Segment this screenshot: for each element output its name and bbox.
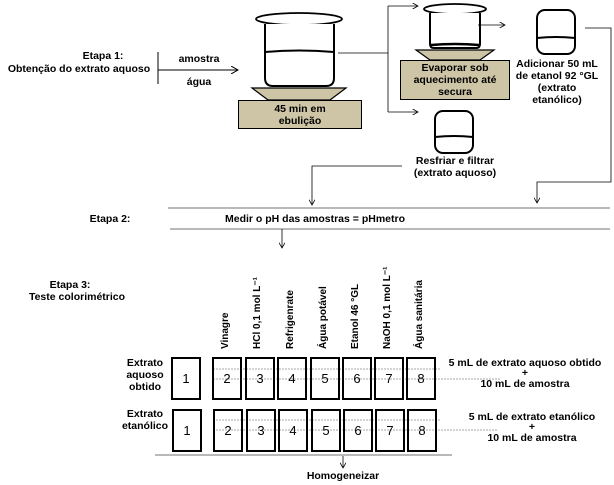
row1-note: 5 mL de extrato aquoso obtido + 10 mL de…: [440, 357, 610, 390]
etapa1-subtitle: Obtenção do extrato aquoso: [7, 63, 151, 75]
beaker-filtered-icon: [434, 110, 474, 154]
row1-tube-8: 8: [406, 357, 436, 400]
sample-label-agua-sanitaria: Água sanitária: [414, 280, 425, 349]
row2-note: 5 mL de extrato etanólico + 10 mL de amo…: [452, 411, 612, 444]
ethanol-line4: etanólico): [532, 94, 582, 106]
evaporation-plate: Evaporar sob aquecimento até secura: [400, 60, 510, 100]
row1-label-line2: aquoso: [126, 369, 164, 381]
row1-tube-6: 6: [342, 357, 372, 400]
row1-tube-7: 7: [374, 357, 404, 400]
row2-label-line2: etanólico: [121, 420, 169, 432]
row2-tube-5: 5: [311, 409, 341, 452]
row1-note-line1: 5 mL de extrato aquoso obtido: [448, 357, 602, 369]
filter-line2: (extrato aquoso): [413, 167, 497, 179]
final-step-label: Homogeneizar: [306, 470, 380, 482]
ethanol-line3: (extrato: [537, 82, 577, 94]
hotplate-top: [250, 87, 348, 101]
sample-label-refrigerante: Refrigenrate: [285, 290, 296, 349]
etapa2-description: Medir o pH das amostras = pHmetro: [224, 213, 405, 225]
row2-note-line1: 5 mL de extrato etanólico: [468, 411, 596, 423]
etapa2-title: Etapa 2:: [89, 213, 131, 225]
row2-note-plus: +: [528, 421, 536, 433]
row1-label: Extrato aquoso obtido: [115, 357, 175, 393]
row1-tube-5: 5: [310, 357, 340, 400]
input-amostra: amostra: [178, 53, 220, 65]
row2-tube-6: 6: [343, 409, 373, 452]
row2-tube-8: 8: [407, 409, 437, 452]
row1-tube-4: 4: [277, 357, 307, 400]
heating-label-line1: 45 min em: [274, 103, 326, 115]
etapa1-title: Etapa 1:: [82, 50, 124, 62]
row1-tube-1: 1: [171, 357, 201, 400]
sample-label-etanol: Etanol 46 °GL: [350, 283, 361, 349]
ethanol-line2: de etanol 92 °GL: [515, 70, 599, 82]
ethanol-line1: Adicionar 50 mL: [516, 58, 598, 70]
filter-label: Resfriar e filtrar (extrato aquoso): [408, 155, 502, 179]
sample-label-vinagre: Vinagre: [220, 312, 231, 350]
evaporate-line3: secura: [438, 86, 472, 98]
evaporate-line2: aquecimento até: [413, 74, 497, 86]
beaker-ethanol-icon: [536, 9, 576, 55]
beaker-large-icon: [255, 12, 343, 87]
input-agua: água: [186, 76, 212, 88]
row1-note-line2: 10 mL de amostra: [480, 378, 570, 390]
sample-label-hcl: HCl 0,1 mol L⁻¹: [252, 277, 263, 349]
row1-tube-3: 3: [245, 357, 275, 400]
row2-label: Extrato etanólico: [115, 408, 175, 432]
beaker-evaporation-icon: [423, 3, 487, 49]
row1-label-line1: Extrato: [126, 357, 164, 369]
filter-line1: Resfriar e filtrar: [415, 155, 495, 167]
heating-plate: 45 min em ebulição: [238, 100, 362, 129]
row2-note-line2: 10 mL de amostra: [487, 432, 577, 444]
row2-tube-4: 4: [278, 409, 308, 452]
evaporate-line1: Evaporar sob: [421, 62, 489, 74]
row1-label-line3: obtido: [128, 381, 162, 393]
heating-label-line2: ebulição: [278, 115, 322, 127]
etapa3-title: Etapa 3:: [49, 279, 91, 291]
row1-tube-2: 2: [212, 357, 242, 400]
ethanol-label: Adicionar 50 mL de etanol 92 °GL (extrat…: [512, 58, 602, 106]
row2-tube-7: 7: [375, 409, 405, 452]
sample-label-agua-potavel: Água potável: [318, 286, 329, 349]
row2-label-line1: Extrato: [126, 408, 164, 420]
sample-label-naoh: NaOH 0,1 mol L⁻¹: [382, 266, 393, 349]
row2-tube-2: 2: [213, 409, 243, 452]
row1-note-plus: +: [521, 367, 529, 379]
row2-tube-3: 3: [246, 409, 276, 452]
row2-tube-1: 1: [172, 409, 202, 452]
etapa3-subtitle: Teste colorimétrico: [28, 291, 126, 303]
